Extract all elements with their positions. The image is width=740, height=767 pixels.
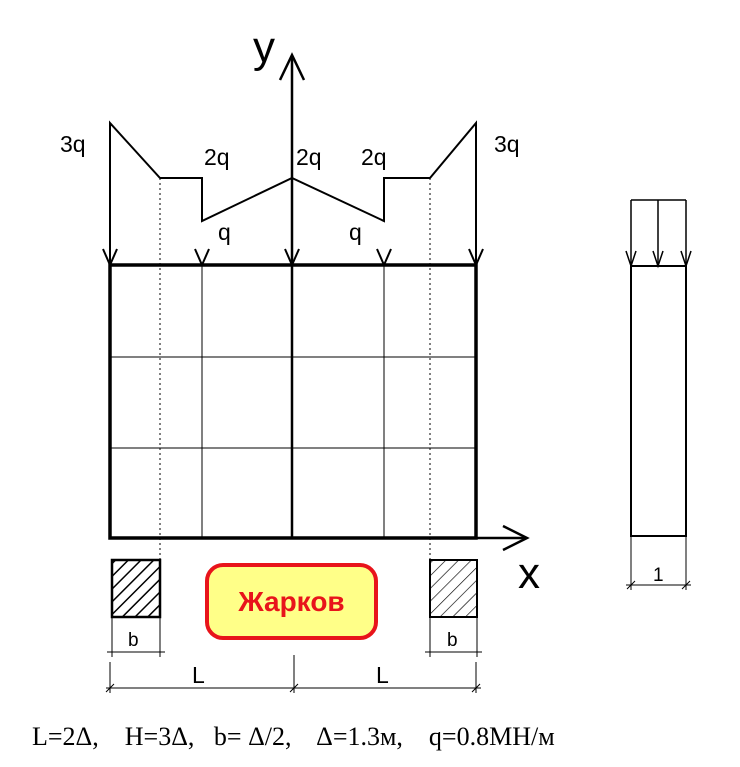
parameters-formula: L=2Δ, H=3Δ, b= Δ/2, Δ=1.3м, q=0.8МН/м bbox=[32, 722, 555, 751]
y-axis bbox=[278, 52, 306, 538]
load-label-right-min: q bbox=[349, 219, 362, 245]
support-left-width-label: b bbox=[128, 630, 139, 651]
support-width-dimensions bbox=[107, 617, 482, 657]
load-label-right-max: 3q bbox=[494, 131, 520, 157]
load-label-right-step: 2q bbox=[361, 144, 387, 170]
load-label-left-min: q bbox=[218, 219, 231, 245]
load-label-left-max: 3q bbox=[60, 131, 86, 157]
x-axis bbox=[476, 524, 530, 552]
support-projection-lines bbox=[159, 178, 431, 560]
load-label-left-step: 2q bbox=[204, 144, 230, 170]
x-axis-label: x bbox=[518, 549, 540, 598]
load-diagram-outline bbox=[109, 120, 477, 265]
y-axis-label: y bbox=[253, 23, 275, 72]
author-stamp: Жарков bbox=[205, 563, 378, 640]
span-dimensions bbox=[105, 655, 481, 693]
support-right bbox=[429, 559, 478, 618]
side-view bbox=[625, 199, 692, 590]
right-span-label: L bbox=[376, 662, 389, 688]
left-span-label: L bbox=[192, 662, 205, 688]
support-left bbox=[110, 558, 162, 619]
side-thickness-label: 1 bbox=[653, 565, 664, 586]
load-arrows bbox=[102, 248, 484, 268]
author-stamp-text: Жарков bbox=[238, 585, 345, 617]
support-right-width-label: b bbox=[447, 630, 458, 651]
load-label-center-peak: 2q bbox=[296, 144, 322, 170]
